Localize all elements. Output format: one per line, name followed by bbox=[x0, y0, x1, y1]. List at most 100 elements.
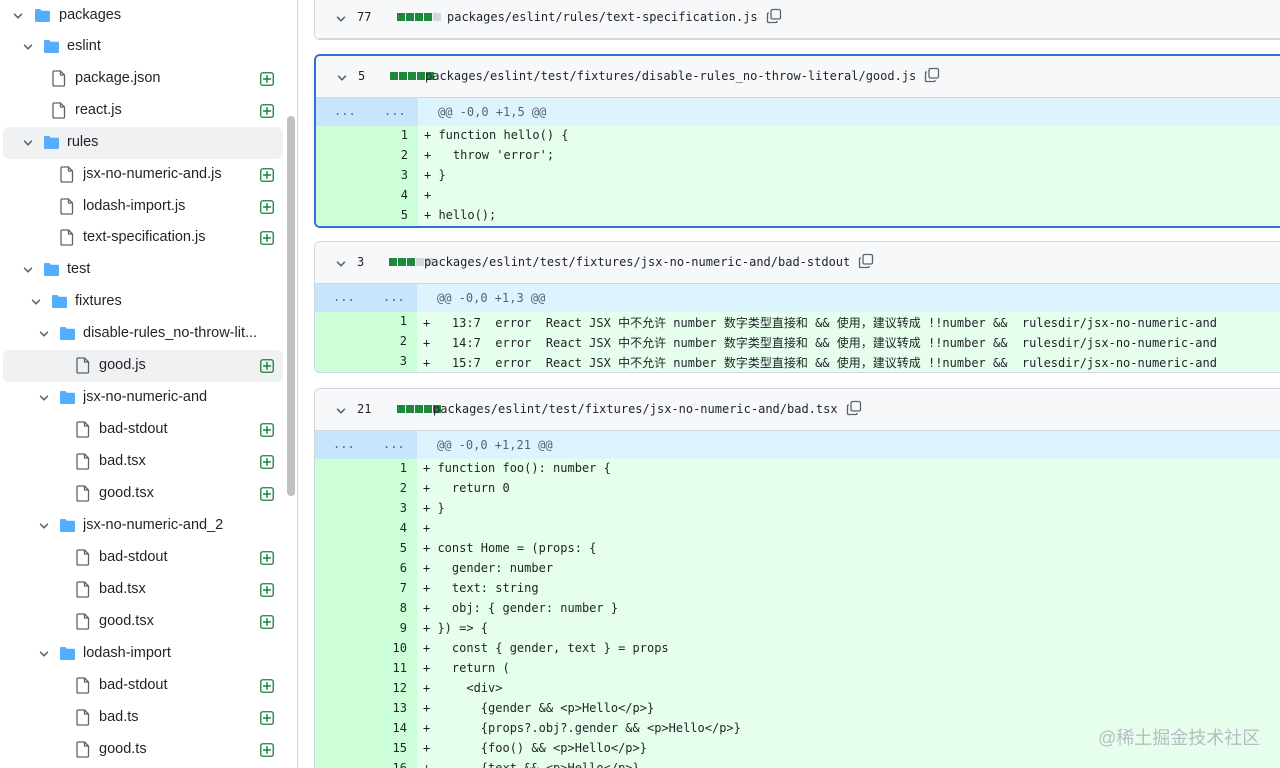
chevron-down-icon[interactable] bbox=[22, 137, 34, 149]
line-number[interactable]: 10 bbox=[392, 641, 407, 655]
tree-file-good-ts[interactable]: good.ts bbox=[0, 734, 284, 766]
line-number[interactable]: 7 bbox=[399, 581, 407, 595]
expand-down-button[interactable]: ... bbox=[383, 290, 405, 304]
line-number-gutter[interactable] bbox=[315, 699, 417, 719]
line-number[interactable]: 1 bbox=[399, 461, 407, 475]
line-number[interactable]: 3 bbox=[400, 168, 408, 182]
collapse-chevron-icon[interactable] bbox=[335, 404, 347, 416]
line-number-gutter[interactable] bbox=[316, 146, 418, 166]
line-number[interactable]: 2 bbox=[399, 334, 407, 348]
copy-path-icon[interactable] bbox=[858, 253, 874, 269]
line-number-gutter[interactable] bbox=[315, 479, 417, 499]
line-number[interactable]: 14 bbox=[392, 721, 407, 735]
tree-file-good-tsx[interactable]: good.tsx bbox=[0, 478, 284, 510]
tree-folder-fixtures[interactable]: fixtures bbox=[0, 286, 284, 318]
line-number-gutter[interactable] bbox=[315, 312, 417, 332]
line-number-gutter[interactable] bbox=[315, 579, 417, 599]
line-number-gutter[interactable] bbox=[315, 459, 417, 479]
expand-down-button[interactable]: ... bbox=[383, 437, 405, 451]
line-number[interactable]: 5 bbox=[399, 541, 407, 555]
sidebar-scrollbar-thumb[interactable] bbox=[287, 116, 295, 496]
hunk-expand-gutter[interactable] bbox=[316, 98, 418, 126]
line-number-gutter[interactable] bbox=[315, 759, 417, 768]
line-number-gutter[interactable] bbox=[315, 679, 417, 699]
tree-folder-disable-rules-no-throw-lit[interactable]: disable-rules_no-throw-lit... bbox=[0, 318, 284, 350]
line-number-gutter[interactable] bbox=[315, 599, 417, 619]
file-path[interactable]: packages/eslint/test/fixtures/jsx-no-num… bbox=[424, 255, 851, 269]
line-number[interactable]: 16 bbox=[392, 761, 407, 768]
chevron-down-icon[interactable] bbox=[22, 264, 34, 276]
line-number[interactable]: 4 bbox=[400, 188, 408, 202]
line-number-gutter[interactable] bbox=[315, 659, 417, 679]
line-number-gutter[interactable] bbox=[315, 539, 417, 559]
chevron-down-icon[interactable] bbox=[12, 10, 24, 22]
line-number[interactable]: 13 bbox=[392, 701, 407, 715]
line-number-gutter[interactable] bbox=[315, 559, 417, 579]
line-number[interactable]: 4 bbox=[399, 521, 407, 535]
hunk-expand-gutter[interactable] bbox=[315, 284, 417, 312]
line-number-gutter[interactable] bbox=[315, 332, 417, 352]
tree-file-bad-stdout[interactable]: bad-stdout bbox=[0, 542, 284, 574]
line-number-gutter[interactable] bbox=[316, 186, 418, 206]
tree-file-jsx-no-numeric-and-js[interactable]: jsx-no-numeric-and.js bbox=[0, 159, 284, 191]
line-number-gutter[interactable] bbox=[316, 166, 418, 186]
line-number-gutter[interactable] bbox=[315, 639, 417, 659]
tree-file-bad-tsx[interactable]: bad.tsx bbox=[0, 446, 284, 478]
line-number-gutter[interactable] bbox=[315, 719, 417, 739]
line-number[interactable]: 11 bbox=[392, 661, 407, 675]
line-number-gutter[interactable] bbox=[315, 352, 417, 372]
line-number[interactable]: 9 bbox=[399, 621, 407, 635]
tree-file-bad-stdout[interactable]: bad-stdout bbox=[0, 670, 284, 702]
chevron-down-icon[interactable] bbox=[22, 41, 34, 53]
chevron-down-icon[interactable] bbox=[38, 328, 50, 340]
tree-folder-packages[interactable]: packages bbox=[0, 0, 284, 32]
panel-divider[interactable] bbox=[297, 0, 298, 768]
chevron-down-icon[interactable] bbox=[38, 648, 50, 660]
line-number[interactable]: 2 bbox=[399, 481, 407, 495]
line-number[interactable]: 1 bbox=[399, 314, 407, 328]
line-number-gutter[interactable] bbox=[315, 739, 417, 759]
line-number[interactable]: 6 bbox=[399, 561, 407, 575]
collapse-chevron-icon[interactable] bbox=[336, 71, 348, 83]
hunk-expand-gutter[interactable] bbox=[315, 431, 417, 459]
tree-file-bad-tsx[interactable]: bad.tsx bbox=[0, 574, 284, 606]
copy-path-icon[interactable] bbox=[924, 67, 940, 83]
tree-folder-eslint[interactable]: eslint bbox=[0, 31, 284, 63]
tree-file-bad-ts[interactable]: bad.ts bbox=[0, 702, 284, 734]
line-number-gutter[interactable] bbox=[315, 619, 417, 639]
line-number[interactable]: 15 bbox=[392, 741, 407, 755]
line-number-gutter[interactable] bbox=[315, 499, 417, 519]
line-number-gutter[interactable] bbox=[316, 126, 418, 146]
line-number[interactable]: 3 bbox=[399, 354, 407, 368]
chevron-down-icon[interactable] bbox=[30, 296, 42, 308]
tree-file-lodash-import-js[interactable]: lodash-import.js bbox=[0, 191, 284, 223]
tree-folder-lodash-import[interactable]: lodash-import bbox=[0, 638, 284, 670]
tree-folder-jsx-no-numeric-and[interactable]: jsx-no-numeric-and bbox=[0, 382, 284, 414]
copy-path-icon[interactable] bbox=[846, 400, 862, 416]
collapse-chevron-icon[interactable] bbox=[335, 257, 347, 269]
line-number-gutter[interactable] bbox=[315, 519, 417, 539]
tree-folder-rules[interactable]: rules bbox=[3, 127, 283, 159]
file-path[interactable]: packages/eslint/rules/text-specification… bbox=[447, 10, 758, 24]
chevron-down-icon[interactable] bbox=[38, 520, 50, 532]
tree-file-good-js[interactable]: good.js bbox=[3, 350, 283, 382]
tree-folder-jsx-no-numeric-and-2[interactable]: jsx-no-numeric-and_2 bbox=[0, 510, 284, 542]
expand-up-button[interactable]: ... bbox=[334, 104, 356, 118]
collapse-chevron-icon[interactable] bbox=[335, 12, 347, 24]
tree-folder-test[interactable]: test bbox=[0, 254, 284, 286]
line-number[interactable]: 8 bbox=[399, 601, 407, 615]
file-path[interactable]: packages/eslint/test/fixtures/disable-ru… bbox=[425, 69, 917, 83]
tree-file-text-specification-js[interactable]: text-specification.js bbox=[0, 222, 284, 254]
tree-file-package-json[interactable]: package.json bbox=[0, 63, 284, 95]
line-number[interactable]: 2 bbox=[400, 148, 408, 162]
chevron-down-icon[interactable] bbox=[38, 392, 50, 404]
line-number[interactable]: 1 bbox=[400, 128, 408, 142]
copy-path-icon[interactable] bbox=[766, 8, 782, 24]
expand-up-button[interactable]: ... bbox=[333, 290, 355, 304]
file-path[interactable]: packages/eslint/test/fixtures/jsx-no-num… bbox=[433, 402, 838, 416]
expand-down-button[interactable]: ... bbox=[384, 104, 406, 118]
tree-file-react-js[interactable]: react.js bbox=[0, 95, 284, 127]
line-number[interactable]: 5 bbox=[400, 208, 408, 222]
line-number-gutter[interactable] bbox=[316, 206, 418, 226]
line-number[interactable]: 3 bbox=[399, 501, 407, 515]
